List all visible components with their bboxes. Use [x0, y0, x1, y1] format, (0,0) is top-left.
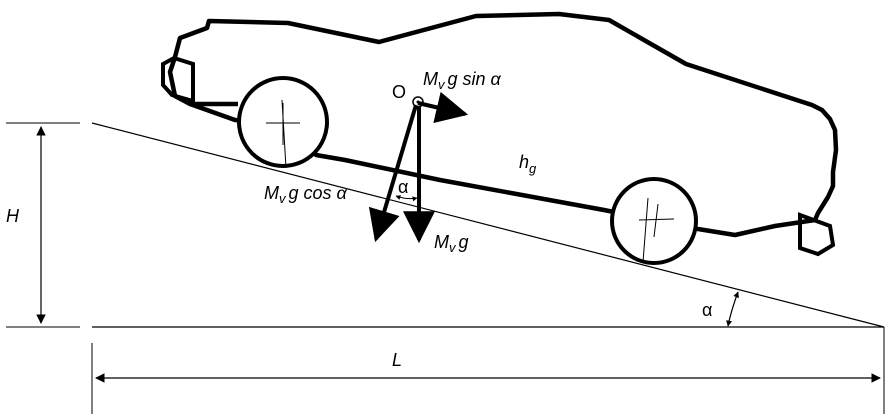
rear-light [161, 55, 195, 104]
force-arrow-cos [368, 104, 418, 243]
force-angle-label: α [398, 177, 408, 197]
center-of-gravity-label: O [392, 82, 406, 102]
length-label: L [392, 350, 402, 370]
cg-height-label: hg [519, 152, 537, 176]
force-angle-arc [395, 195, 418, 202]
base-angle-label: α [702, 300, 712, 320]
front-wheel [610, 177, 698, 265]
base-angle-arc [726, 291, 739, 327]
wheel-normal-line-front [642, 197, 649, 263]
height-label: H [6, 206, 20, 226]
incline-line [91, 122, 885, 328]
wheel-normal-line-rear [281, 99, 287, 169]
force-arrow-sin [417, 91, 469, 124]
front-light [798, 212, 836, 257]
